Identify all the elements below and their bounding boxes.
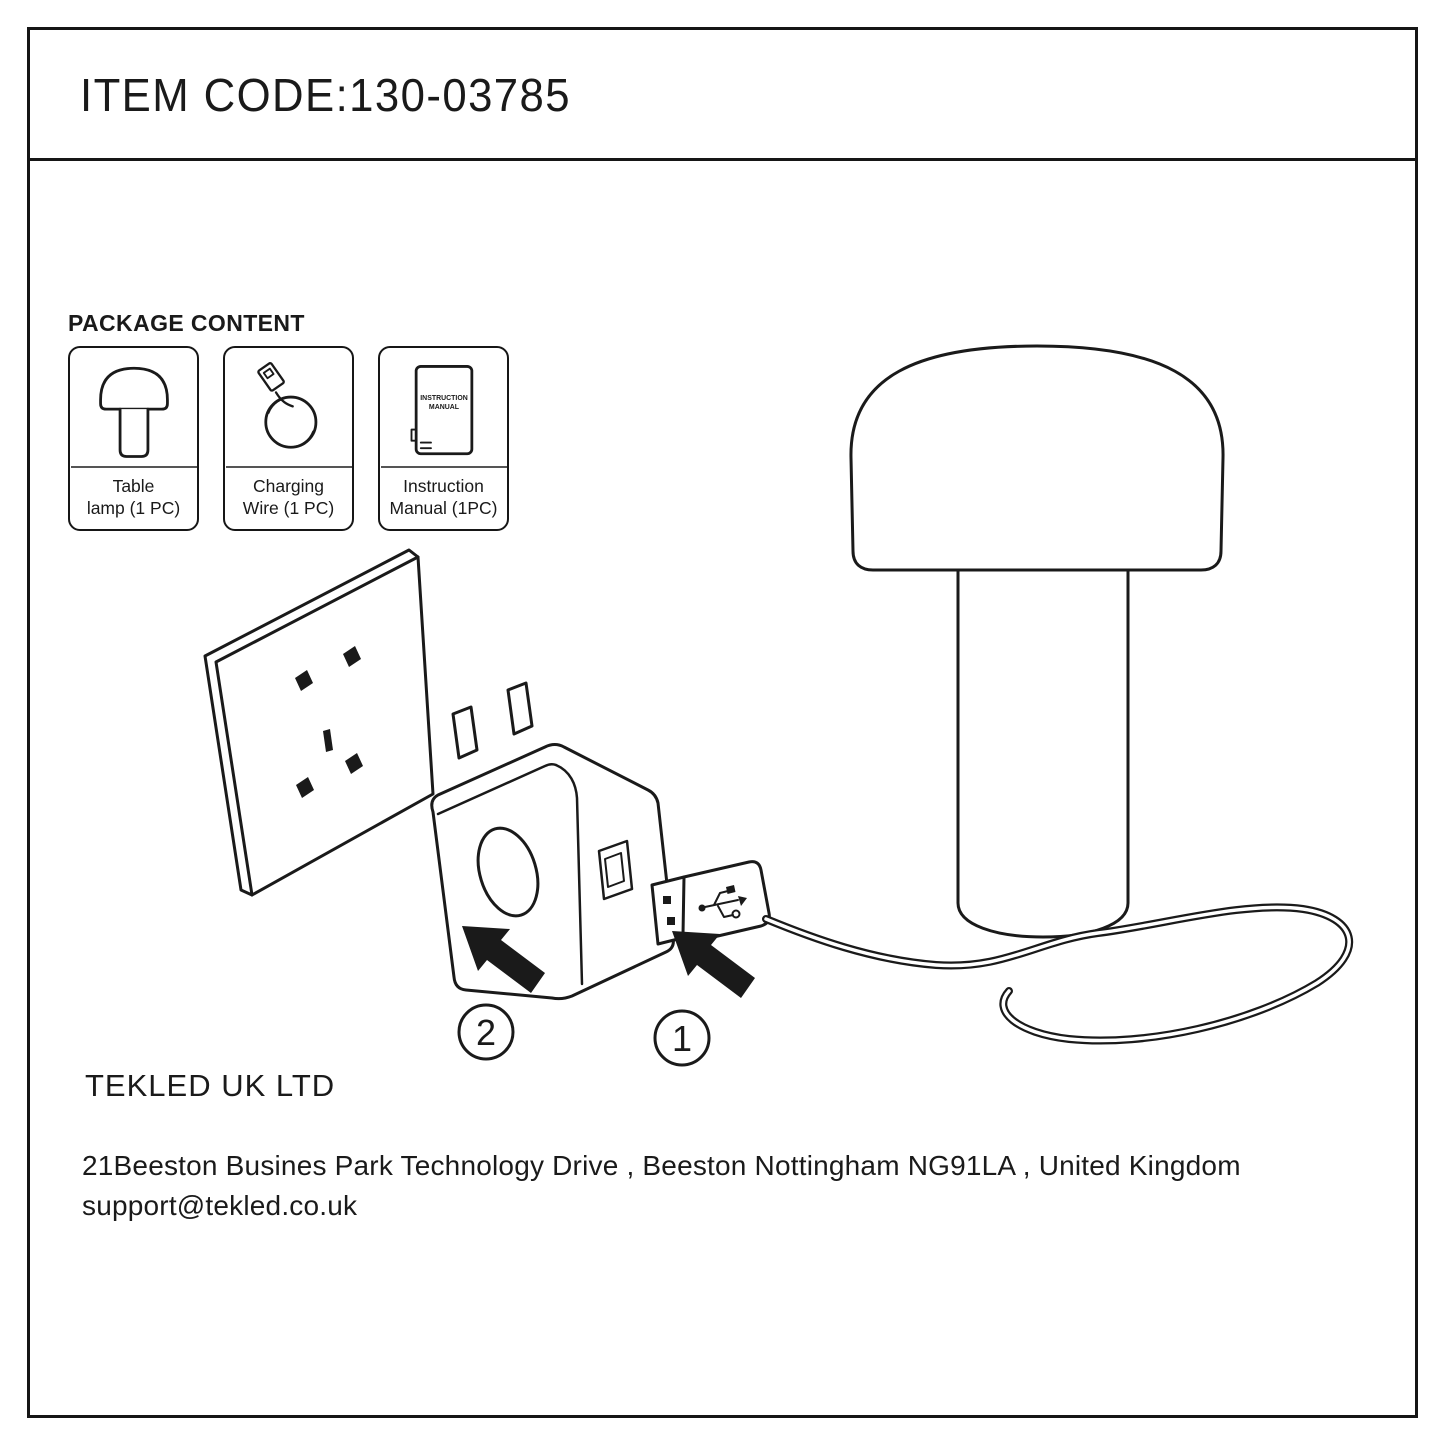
- table-lamp-icon: [88, 348, 180, 466]
- item-code: ITEM CODE:130-03785: [80, 69, 571, 121]
- step-1-number: 1: [672, 1018, 692, 1059]
- arrow-step-2-icon: [462, 926, 545, 993]
- package-item-label-line2: Wire (1 PC): [242, 497, 335, 518]
- step-2-badge: [457, 1003, 515, 1061]
- package-boxes: Table lamp (1 PC) Charging: [68, 346, 509, 531]
- package-item-label-line2: lamp (1 PC): [86, 497, 181, 518]
- package-item-label: Instruction Manual (1PC): [390, 468, 498, 520]
- package-item-instruction-manual: INSTRUCTION MANUAL Instruction Manual (1…: [378, 346, 509, 531]
- adapter-front-oval: [476, 826, 540, 918]
- package-item-label-line2: Manual (1PC): [389, 497, 498, 518]
- adapter-prongs: [451, 681, 534, 760]
- lamp-shade: [849, 344, 1225, 572]
- charging-cable: [762, 903, 1354, 1045]
- step-1-badge: [653, 1009, 711, 1067]
- socket-holes: [295, 646, 363, 798]
- package-item-charging-wire: Charging Wire (1 PC): [223, 346, 354, 531]
- adapter-body: [430, 743, 675, 1001]
- package-item-divider: [225, 466, 352, 468]
- package-item-table-lamp: Table lamp (1 PC): [68, 346, 199, 531]
- manual-icon-title-line1: INSTRUCTION: [420, 395, 468, 402]
- package-item-divider: [70, 466, 197, 468]
- package-item-divider: [380, 466, 507, 468]
- adapter-usb-port: [597, 839, 634, 901]
- charging-wire-icon: [243, 348, 335, 466]
- table-lamp: [849, 344, 1225, 939]
- power-adapter: [430, 681, 675, 1001]
- package-item-label-line1: Table: [112, 475, 155, 496]
- arrow-step-1-icon: [672, 931, 755, 998]
- package-item-label: Table lamp (1 PC): [87, 468, 180, 520]
- header-divider: [27, 158, 1418, 161]
- package-item-label-line1: Charging: [252, 475, 324, 496]
- package-content-title: PACKAGE CONTENT: [68, 310, 305, 336]
- usb-plug: [650, 860, 771, 946]
- lamp-stem: [956, 566, 1130, 939]
- footer-address: 21Beeston Busines Park Technology Drive …: [82, 1150, 1241, 1181]
- footer-email: support@tekled.co.uk: [82, 1190, 358, 1221]
- manual-icon-title-line2: MANUAL: [428, 404, 459, 411]
- usb-trident-icon: [698, 885, 747, 919]
- package-item-label: Charging Wire (1 PC): [243, 468, 334, 520]
- footer-company: TEKLED UK LTD: [85, 1068, 336, 1103]
- step-2-number: 2: [476, 1012, 496, 1053]
- package-content-section: PACKAGE CONTENT Table lamp (1 PC): [68, 310, 509, 531]
- instruction-manual-icon: INSTRUCTION MANUAL: [398, 348, 490, 466]
- wall-socket: [203, 548, 435, 897]
- package-item-label-line1: Instruction: [403, 475, 484, 496]
